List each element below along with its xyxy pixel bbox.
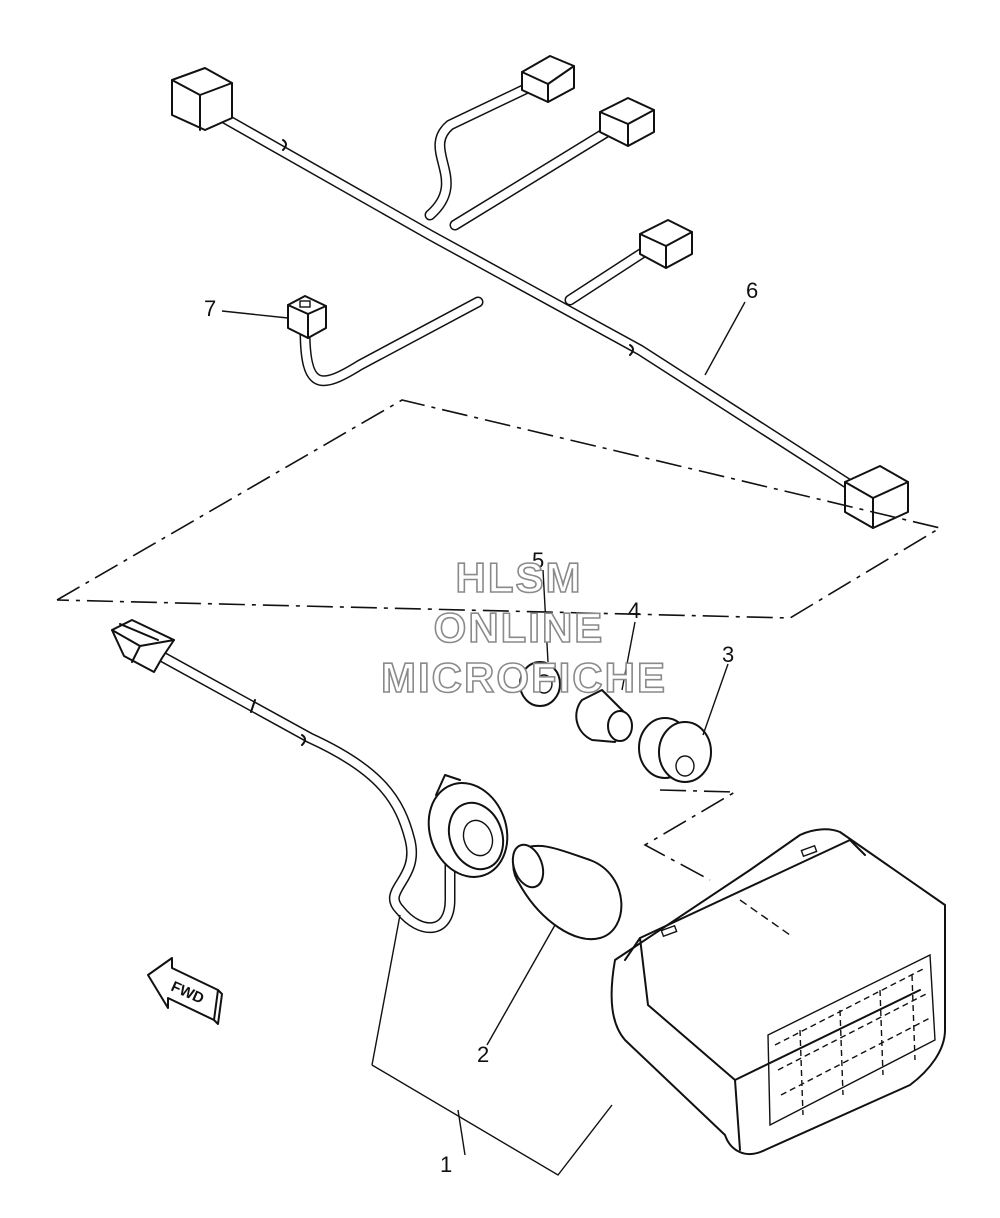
collar-part-4[interactable] — [575, 689, 633, 743]
leader-lines — [221, 301, 746, 1176]
watermark-line-1: HLSM — [456, 554, 583, 601]
bulb-socket[interactable] — [416, 772, 520, 888]
lead-wire[interactable] — [287, 295, 484, 387]
harness-connector-top — [521, 55, 575, 103]
watermark-line-3: MICROFICHE — [381, 654, 667, 701]
assembly-line-lamp — [643, 789, 738, 881]
watermark-line-2: ONLINE — [434, 604, 605, 651]
callout-6: 6 — [746, 278, 758, 303]
harness-connector-middle — [599, 97, 655, 147]
harness-connector-end — [844, 465, 909, 529]
tail-lamp-assembly[interactable] — [610, 828, 946, 1155]
callout-3: 3 — [722, 642, 734, 667]
harness-connector-top-left — [171, 67, 233, 131]
watermark: HLSM ONLINE MICROFICHE — [380, 553, 667, 702]
grommet-part-3[interactable] — [638, 717, 712, 783]
callout-2: 2 — [477, 1042, 489, 1067]
harness-connector-lower — [639, 219, 693, 269]
socket-cord[interactable] — [111, 619, 456, 933]
grommet-part-5[interactable] — [519, 661, 561, 707]
wire-harness[interactable] — [171, 55, 909, 529]
bulb[interactable] — [507, 841, 623, 941]
callout-4: 4 — [628, 598, 640, 623]
callout-7: 7 — [204, 296, 216, 321]
callout-5: 5 — [532, 548, 544, 573]
fwd-arrow-icon: FWD — [147, 957, 223, 1025]
callout-1: 1 — [440, 1152, 452, 1177]
